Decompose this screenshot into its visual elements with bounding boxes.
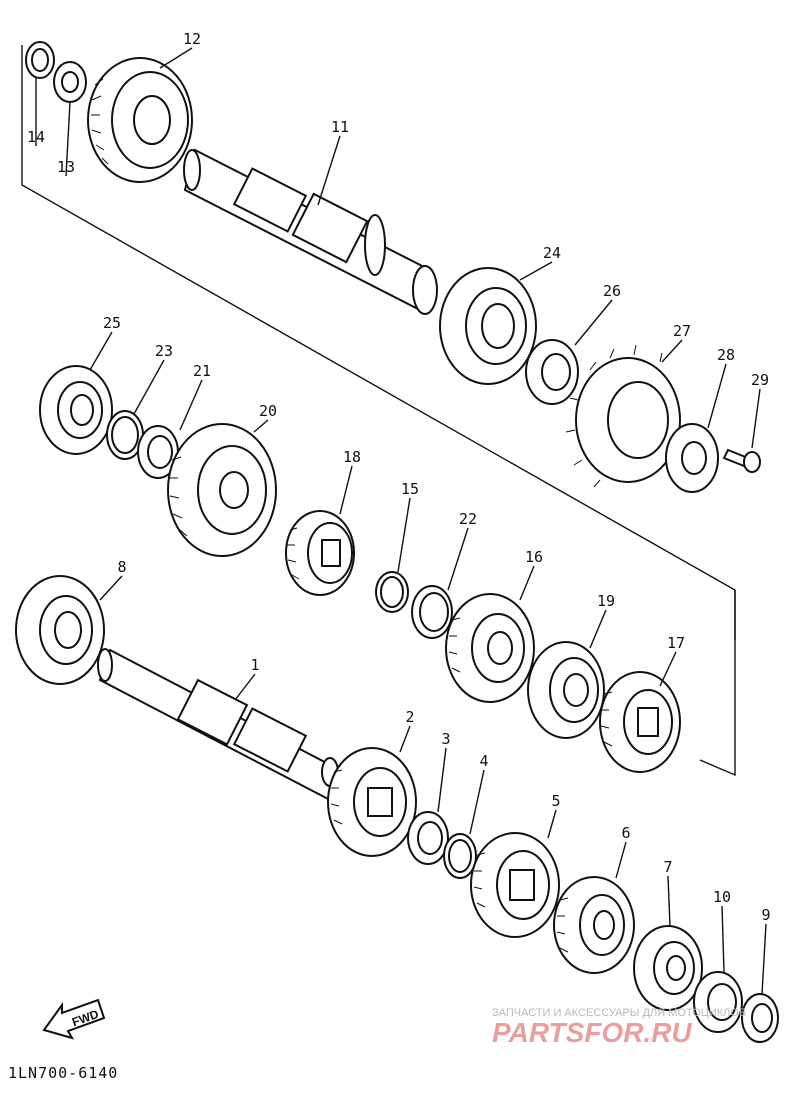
leader-line-24 (519, 261, 553, 281)
part-label-17: 17 (667, 634, 685, 652)
part-label-10: 10 (713, 888, 731, 906)
leader-line-10 (721, 905, 725, 973)
part-18-gear (285, 510, 355, 596)
part-label-3: 3 (441, 730, 450, 748)
part-label-18: 18 (343, 448, 361, 466)
part-label-5: 5 (551, 792, 560, 810)
leader-line-21 (179, 379, 203, 431)
leader-line-9 (761, 923, 767, 995)
part-label-7: 7 (663, 858, 672, 876)
part-15-circlip (375, 571, 409, 613)
part-label-23: 23 (155, 342, 173, 360)
leader-line-12 (159, 47, 193, 69)
leader-line-19 (589, 609, 607, 649)
leader-line-7 (667, 875, 671, 927)
part-label-21: 21 (193, 362, 211, 380)
part-3-washer (407, 811, 449, 865)
part-23-circlip (106, 410, 144, 460)
part-16-gear (445, 593, 535, 703)
leader-line-15 (397, 497, 411, 573)
part-label-25: 25 (103, 314, 121, 332)
leader-line-29 (751, 388, 761, 449)
part-label-16: 16 (525, 548, 543, 566)
part-7-gear (633, 925, 703, 1011)
fwd-arrow: FWD (42, 998, 106, 1040)
part-label-1: 1 (250, 656, 259, 674)
part-8-bearing (15, 575, 105, 685)
leader-line-16 (519, 565, 535, 601)
part-28-lock-washer (665, 423, 719, 493)
part-label-24: 24 (543, 244, 561, 262)
part-label-27: 27 (673, 322, 691, 340)
part-label-28: 28 (717, 346, 735, 364)
part-14-circlip (25, 41, 55, 79)
part-27-drive-sprocket (565, 344, 681, 488)
part-label-8: 8 (117, 558, 126, 576)
part-17-gear (599, 671, 681, 773)
leader-line-1 (234, 673, 256, 701)
leader-line-5 (547, 809, 557, 839)
part-29-bolt (722, 448, 761, 473)
part-label-4: 4 (479, 752, 488, 770)
part-label-29: 29 (751, 371, 769, 389)
leader-line-4 (469, 769, 485, 835)
part-26-oil-seal (525, 339, 579, 405)
part-label-13: 13 (57, 158, 75, 176)
part-label-2: 2 (405, 708, 414, 726)
part-11-main-axle (183, 148, 438, 315)
part-label-15: 15 (401, 480, 419, 498)
leader-line-27 (661, 339, 683, 363)
leader-line-22 (447, 527, 469, 591)
part-label-14: 14 (27, 128, 45, 146)
part-10-bearing (693, 971, 743, 1033)
leader-line-11 (317, 135, 341, 206)
part-19-gear (527, 641, 605, 739)
part-12-gear (87, 57, 193, 183)
part-25-bearing (39, 365, 113, 455)
part-label-12: 12 (183, 30, 201, 48)
part-4-circlip (443, 833, 477, 879)
leader-line-25 (89, 331, 113, 371)
part-5-gear (470, 832, 560, 938)
leader-line-18 (339, 465, 353, 515)
part-label-6: 6 (621, 824, 630, 842)
leader-line-28 (707, 363, 727, 429)
part-label-26: 26 (603, 282, 621, 300)
part-22-washer (411, 585, 453, 639)
leader-line-17 (659, 651, 677, 687)
leader-line-3 (437, 747, 447, 813)
part-2-gear (327, 747, 417, 857)
part-label-22: 22 (459, 510, 477, 528)
leader-line-20 (253, 419, 269, 433)
part-label-20: 20 (259, 402, 277, 420)
part-24-bearing (439, 267, 537, 385)
part-1-drive-axle (97, 648, 342, 802)
leader-line-13 (65, 101, 71, 177)
part-20-gear (167, 423, 277, 557)
part-label-9: 9 (761, 906, 770, 924)
group-outline (21, 45, 736, 777)
leader-line-2 (399, 725, 411, 753)
part-13-washer (53, 61, 87, 103)
part-label-19: 19 (597, 592, 615, 610)
part-6-gear (553, 876, 635, 974)
watermark-brand: PARTSFOR.RU (492, 1017, 692, 1048)
leader-line-23 (133, 359, 165, 415)
part-label-11: 11 (331, 118, 349, 136)
part-labels: 1234567891011121314151617181920212223242… (27, 30, 771, 924)
leader-line-6 (615, 841, 627, 879)
watermark-top-text: ЗАПЧАСТИ И АКСЕССУАРЫ ДЛЯ МОТОЦИКЛОВ (492, 1007, 746, 1019)
leader-lines (35, 47, 767, 995)
leader-line-8 (99, 575, 123, 601)
part-21-washer (137, 425, 179, 479)
leader-line-26 (574, 299, 613, 346)
part-9-collar (741, 993, 779, 1043)
diagram-code: 1LN700-6140 (8, 1064, 118, 1082)
